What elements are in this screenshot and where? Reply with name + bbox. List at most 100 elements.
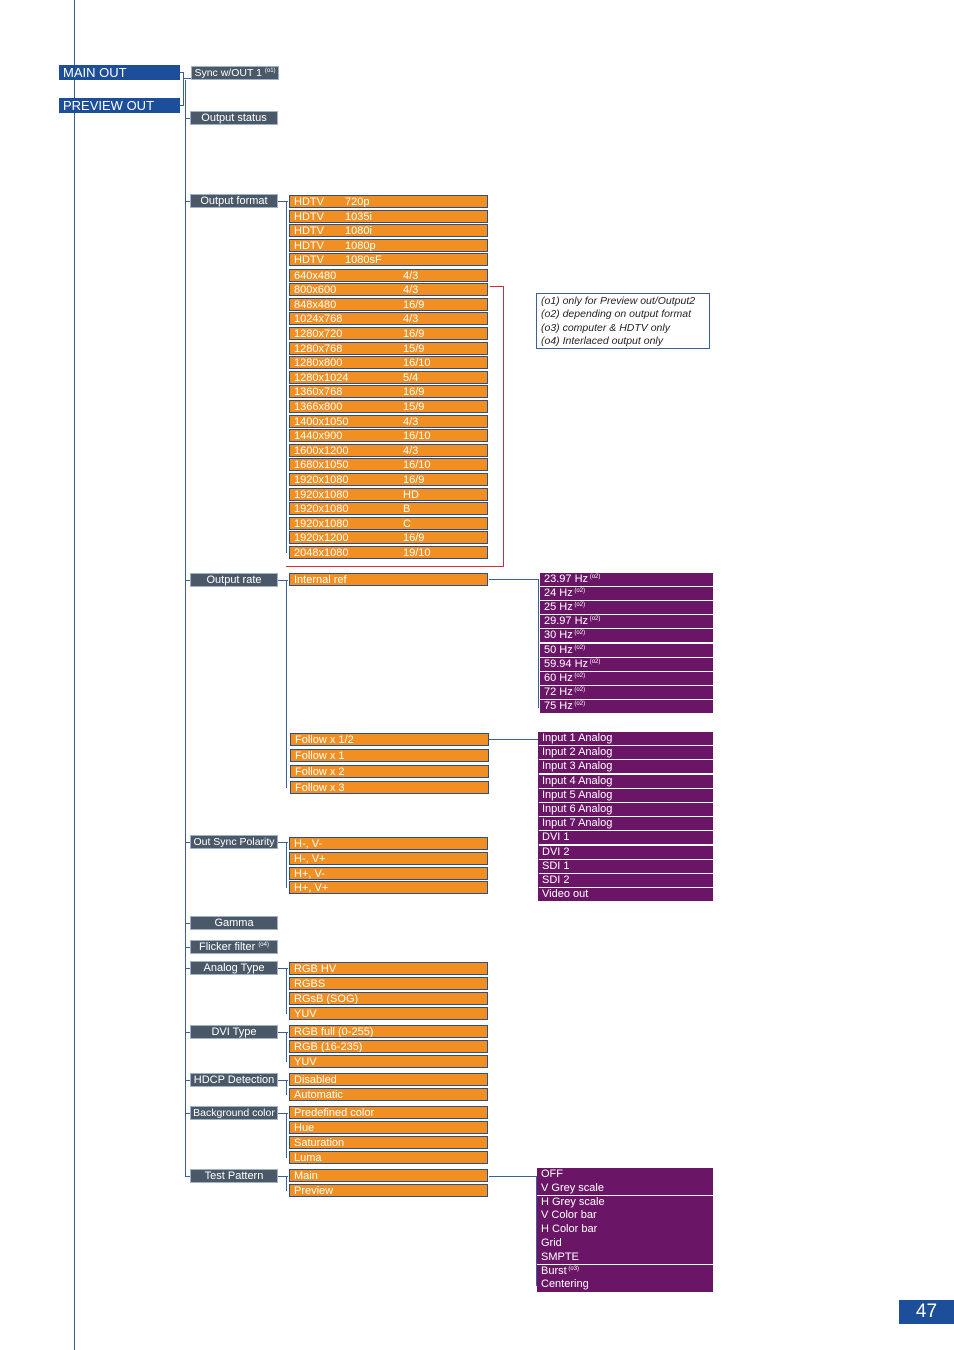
follow-option[interactable]: Follow x 1/2	[290, 733, 489, 746]
rate-option[interactable]: 72 Hz (o2)	[540, 685, 713, 699]
test-pattern-option[interactable]: Preview	[289, 1184, 488, 1197]
input-option[interactable]: SDI 2	[538, 874, 713, 887]
internal-ref-option[interactable]: Internal ref	[289, 573, 488, 586]
hdcp-detection-item[interactable]: HDCP Detection	[190, 1073, 278, 1087]
rate-footnote-mark: (o2)	[572, 630, 586, 637]
pattern-option[interactable]: Burst (o3)	[537, 1264, 713, 1279]
rate-option[interactable]: 29.97 Hz (o2)	[540, 615, 713, 629]
sync-out1-item[interactable]: Sync w/OUT 1 (o1)	[191, 66, 279, 80]
menu-preview-out[interactable]: PREVIEW OUT	[59, 98, 180, 113]
analog-type-option[interactable]: RGsB (SOG)	[289, 992, 488, 1005]
test-pattern-option[interactable]: Main	[289, 1169, 488, 1182]
analog-type-item[interactable]: Analog Type	[190, 961, 278, 975]
output-status-item[interactable]: Output status	[190, 111, 278, 125]
input-option[interactable]: DVI 2	[538, 845, 713, 859]
pattern-option[interactable]: V Grey scale	[537, 1181, 713, 1196]
analog-type-option[interactable]: RGB HV	[289, 962, 488, 975]
pattern-option[interactable]: V Color bar	[537, 1209, 713, 1223]
dvi-type-option[interactable]: RGB (16-235)	[289, 1040, 488, 1053]
analog-type-option[interactable]: YUV	[289, 1007, 488, 1020]
computer-format-resolution: 1366x800	[294, 401, 343, 413]
pattern-option[interactable]: Grid	[537, 1237, 713, 1251]
follow-option[interactable]: Follow x 3	[290, 781, 489, 794]
pattern-option[interactable]: Centering	[537, 1278, 713, 1292]
input-option[interactable]: Input 5 Analog	[538, 788, 713, 802]
hdcp-option[interactable]: Automatic	[289, 1088, 488, 1101]
input-option[interactable]: Input 1 Analog	[538, 732, 713, 745]
input-option[interactable]: Input 4 Analog	[538, 774, 713, 788]
input-option[interactable]: DVI 1	[538, 831, 713, 845]
input-option[interactable]: Input 3 Analog	[538, 760, 713, 774]
rate-option[interactable]: 50 Hz (o2)	[540, 643, 713, 657]
pattern-option[interactable]: H Color bar	[537, 1223, 713, 1237]
dvi-type-option[interactable]: RGB full (0-255)	[289, 1025, 488, 1038]
background-color-item[interactable]: Background color	[190, 1106, 278, 1120]
pattern-option[interactable]: OFF	[537, 1168, 713, 1182]
computer-format-aspect: 16/10	[403, 430, 431, 443]
polarity-option[interactable]: H-, V+	[289, 851, 488, 865]
input-option[interactable]: Input 2 Analog	[538, 746, 713, 760]
computer-format-resolution: 2048x1080	[294, 547, 349, 559]
hdcp-option[interactable]: Disabled	[289, 1073, 488, 1086]
input-option[interactable]: Input 6 Analog	[538, 803, 713, 816]
background-color-option[interactable]: Hue	[289, 1121, 488, 1134]
background-color-option[interactable]: Luma	[289, 1151, 488, 1164]
pattern-option[interactable]: H Grey scale	[537, 1195, 713, 1210]
follow-option[interactable]: Follow x 2	[290, 765, 489, 778]
rate-option[interactable]: 24 Hz (o2)	[540, 587, 713, 601]
out-sync-polarity-item[interactable]: Out Sync Polarity	[190, 835, 278, 849]
gamma-item[interactable]: Gamma	[190, 916, 278, 930]
flicker-filter-item[interactable]: Flicker filter (o4)	[190, 940, 278, 954]
menu-main-out[interactable]: MAIN OUT	[59, 65, 180, 80]
analog-type-option[interactable]: RGBS	[289, 977, 488, 990]
pattern-option[interactable]: SMPTE	[537, 1250, 713, 1265]
input-option[interactable]: Input 7 Analog	[538, 817, 713, 831]
background-color-option[interactable]: Saturation	[289, 1136, 488, 1149]
computer-format-resolution: 640x480	[294, 269, 337, 282]
dvi-type-item[interactable]: DVI Type	[190, 1025, 278, 1039]
rate-option[interactable]: 59.94 Hz (o2)	[540, 657, 713, 671]
output-format-item[interactable]: Output format	[190, 194, 278, 208]
computer-format-aspect: 16/9	[403, 386, 425, 399]
rate-option[interactable]: 60 Hz (o2)	[540, 671, 713, 685]
polarity-option[interactable]: H+, V-	[289, 866, 488, 880]
test-pattern-item[interactable]: Test Pattern	[190, 1169, 278, 1183]
input-option[interactable]: Video out	[538, 888, 713, 902]
rate-option[interactable]: 30 Hz (o2)	[540, 629, 713, 643]
rate-option[interactable]: 23.97 Hz (o2)	[540, 573, 713, 586]
dvi-type-option[interactable]: YUV	[289, 1055, 488, 1068]
rate-option[interactable]: 25 Hz (o2)	[540, 601, 713, 615]
polarity-option[interactable]: H-, V-	[289, 837, 488, 850]
input-option[interactable]: SDI 1	[538, 859, 713, 873]
background-color-option[interactable]: Predefined color	[289, 1106, 488, 1119]
follow-option[interactable]: Follow x 1	[290, 749, 489, 762]
polarity-option[interactable]: H+, V+	[289, 881, 488, 895]
output-rate-item[interactable]: Output rate	[190, 573, 278, 587]
rate-option[interactable]: 75 Hz (o2)	[540, 699, 713, 713]
